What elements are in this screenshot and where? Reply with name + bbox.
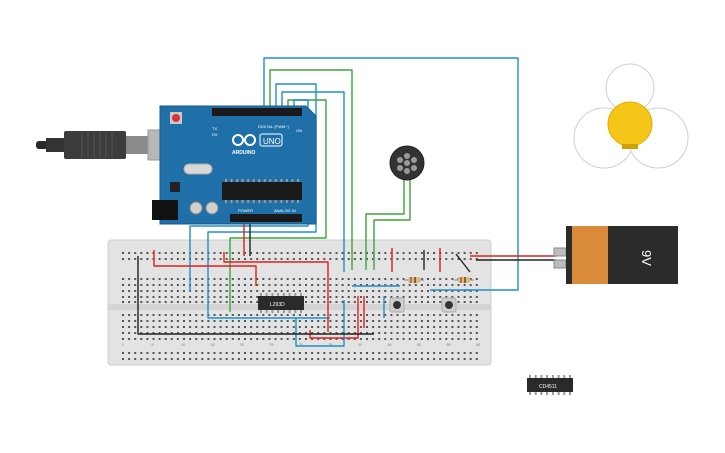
battery-9v[interactable]: 9V: [553, 226, 678, 284]
push-button-2[interactable]: [441, 297, 457, 313]
power-jack: [152, 200, 178, 220]
capacitor-2: [205, 201, 219, 215]
wire-green-speaker-2[interactable]: [373, 180, 411, 270]
resistor-1[interactable]: [404, 277, 424, 283]
rx-label: RX: [212, 132, 218, 137]
l293d-chip[interactable]: L293D: [258, 293, 304, 313]
crystal: [183, 163, 213, 175]
speaker[interactable]: [389, 145, 425, 181]
wire-green-top-1[interactable]: [269, 69, 353, 270]
wire-blue-top-3[interactable]: [281, 91, 345, 272]
column-number: 25: [270, 343, 274, 347]
uno-badge: [259, 133, 283, 147]
column-number: 55: [447, 343, 451, 347]
wire-black-gnd-2[interactable]: [137, 256, 374, 335]
arduino-model: UNO: [263, 137, 281, 146]
l293d-pins: [260, 293, 302, 313]
cd4511-label: CD4511: [539, 384, 557, 390]
wire-red-2[interactable]: [223, 252, 329, 332]
wire-blue-long-top[interactable]: [263, 57, 519, 291]
push-button-2-cap[interactable]: [445, 301, 453, 309]
column-number: 60: [476, 343, 480, 347]
usb-connector: [126, 136, 148, 154]
resistor-1-body: [408, 277, 420, 283]
reset-button[interactable]: [172, 114, 180, 122]
wire-red-1[interactable]: [153, 250, 257, 286]
usb-cable: [46, 138, 66, 152]
battery-label: 9V: [639, 250, 654, 266]
l293d-label: L293D: [270, 302, 285, 308]
breadboard-holes: [122, 252, 478, 360]
wire-black-gnd-4[interactable]: [455, 253, 471, 273]
on-label: ON: [296, 128, 302, 133]
wire-blue-lower-1[interactable]: [295, 300, 345, 347]
light-bulb-icon[interactable]: [573, 63, 689, 169]
usb-plug-grip: [81, 132, 113, 158]
column-number: 50: [417, 343, 421, 347]
column-number: 35: [329, 343, 333, 347]
battery-body: [608, 226, 678, 284]
power-analog-header: [230, 214, 302, 222]
cd4511-pins: [529, 375, 571, 395]
atmega-chip-pins: [225, 179, 299, 203]
digital-header: [212, 108, 302, 116]
speaker-holes: [397, 153, 417, 174]
usb-plug-body: [64, 131, 126, 159]
column-number: 15: [211, 343, 215, 347]
wire-green-top-4[interactable]: [229, 99, 327, 312]
arduino-brand: ARDUINO: [232, 150, 255, 156]
cd4511-body: [527, 378, 573, 392]
bulb-base: [622, 144, 638, 149]
analog-label: ANALOG IN: [274, 208, 296, 213]
battery-terminal-positive: [553, 247, 567, 257]
digital-label: DIGITAL (PWM~): [258, 124, 290, 129]
arduino-logo-icon: [232, 134, 256, 146]
resistor-2[interactable]: [454, 277, 474, 283]
column-number: 45: [388, 343, 392, 347]
column-number: 5: [152, 343, 154, 347]
wire-blue-top-2[interactable]: [207, 83, 330, 319]
column-number: 30: [299, 343, 303, 347]
column-number: 40: [358, 343, 362, 347]
column-number: 1: [122, 343, 124, 347]
board-pcb: [159, 105, 317, 225]
l293d-body: [258, 296, 304, 310]
push-button-1-cap[interactable]: [393, 301, 401, 309]
resistor-2-body: [458, 277, 470, 283]
arduino-uno[interactable]: DIGITAL (PWM~) POWER ANALOG IN TX RX ON …: [36, 105, 317, 225]
usb-cable-end: [36, 141, 48, 149]
battery-orange-band: [572, 226, 608, 284]
wire-green-speaker-1[interactable]: [365, 180, 405, 270]
column-number: 20: [240, 343, 244, 347]
capacitor-1: [189, 201, 203, 215]
voltage-regulator: [170, 182, 180, 192]
push-button-1[interactable]: [389, 297, 405, 313]
battery-terminal-negative: [553, 259, 567, 269]
tx-label: TX: [212, 126, 217, 131]
power-label: POWER: [238, 208, 253, 213]
atmega-chip: [222, 182, 302, 200]
column-number: 10: [181, 343, 185, 347]
bulb-center: [607, 101, 653, 147]
cd4511-chip[interactable]: CD4511: [527, 375, 573, 395]
